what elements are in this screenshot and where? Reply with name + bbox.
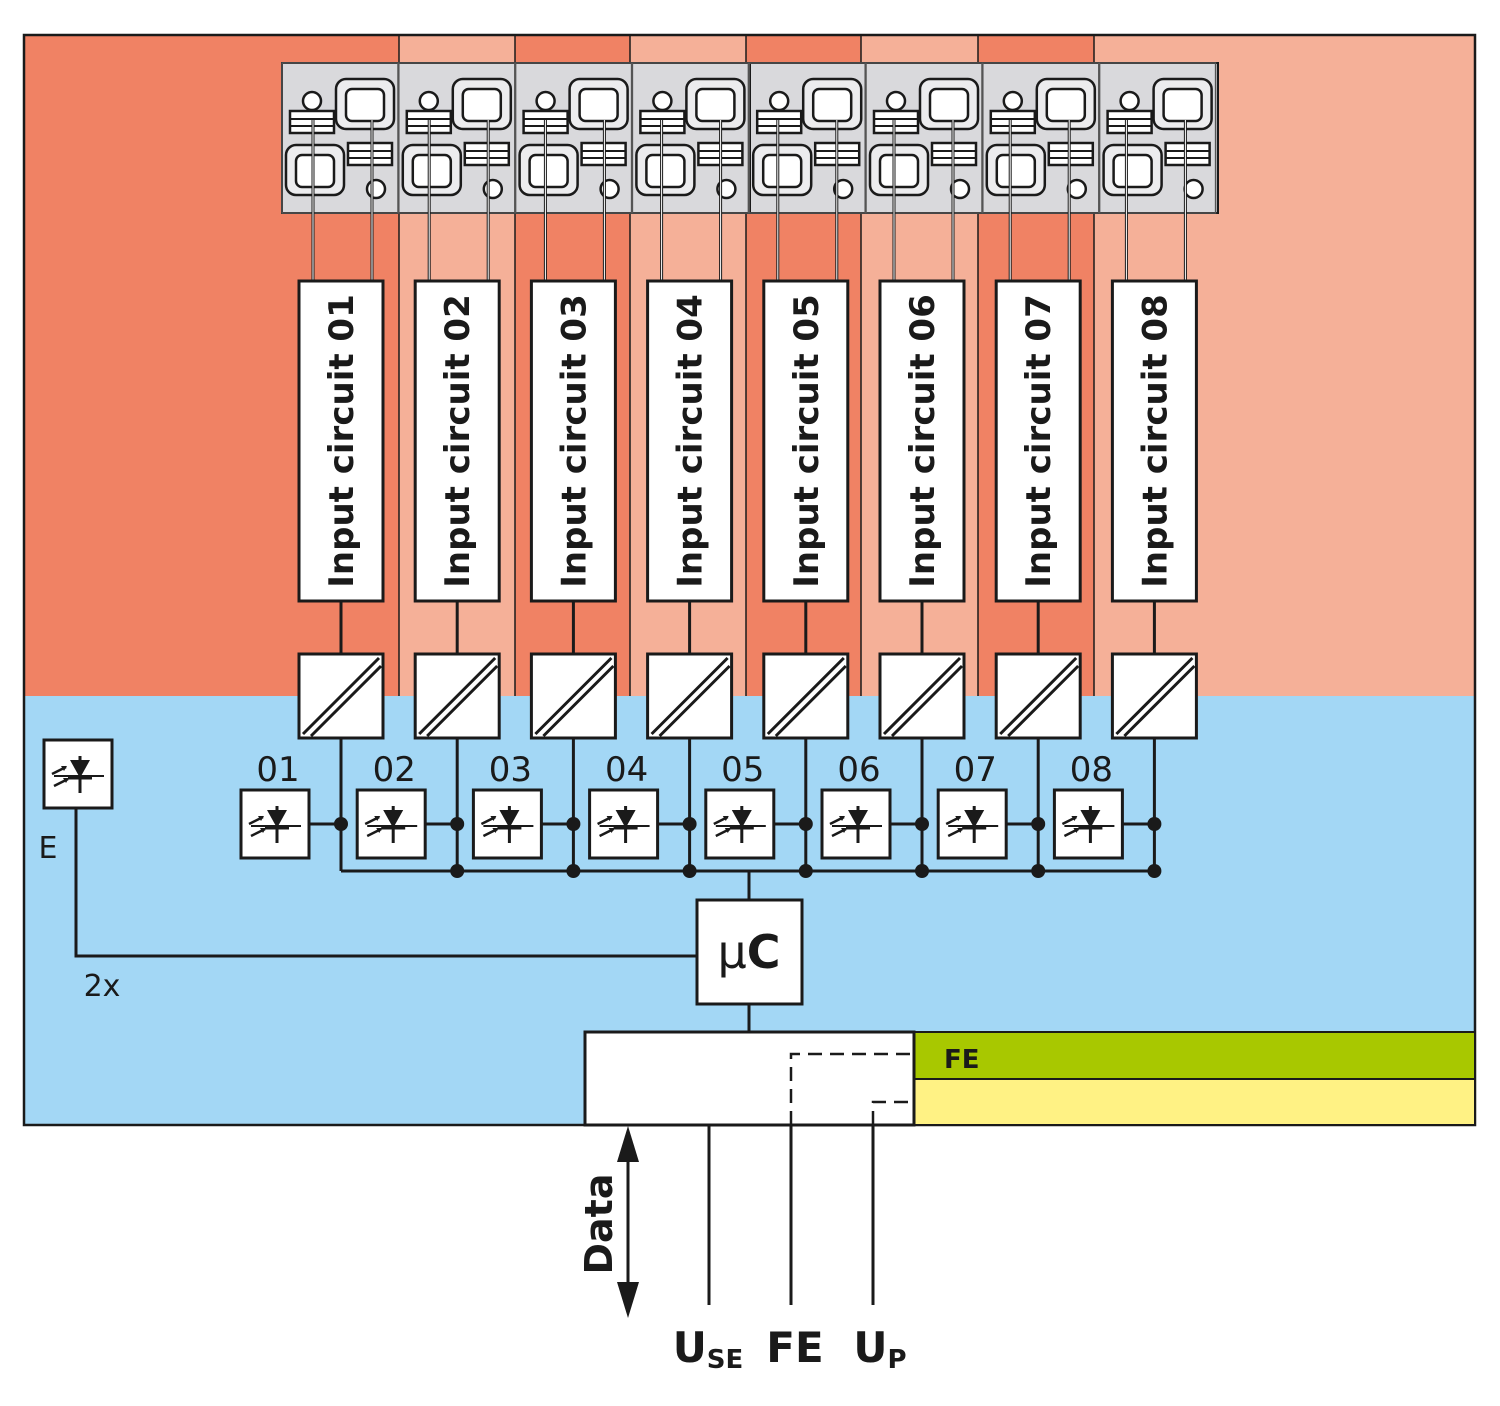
galvanic-isolation-icon [413, 652, 501, 740]
led-label: 03 [489, 750, 532, 790]
led-diode-icon [588, 788, 660, 860]
led-diode-icon [936, 788, 1008, 860]
channel-08: Input circuit 08 08 [1052, 120, 1198, 878]
svg-text:μC: μC [717, 925, 780, 979]
led-diode-icon [820, 788, 892, 860]
data-label: Data [577, 1174, 621, 1275]
use-label: USE [673, 1323, 744, 1375]
led-diode-icon [42, 738, 114, 810]
input-circuit-label: Input circuit 08 [1135, 294, 1175, 587]
galvanic-isolation-icon [1110, 652, 1198, 740]
input-circuit-label: Input circuit 04 [671, 294, 711, 587]
led-label: 06 [837, 750, 880, 790]
microcontroller: μC [695, 898, 804, 1006]
bus-area: FE [583, 1030, 1476, 1127]
error-led-count: 2x [84, 969, 121, 1004]
c-label: C [747, 925, 781, 979]
bus-wiring [74, 806, 1155, 1032]
data-arrow-up-icon [617, 1126, 639, 1162]
led-diode-icon [239, 788, 311, 860]
led-diode-icon [704, 788, 776, 860]
input-circuit-label: Input circuit 06 [903, 294, 943, 587]
input-circuit-box [529, 279, 617, 603]
led-diode-icon [471, 788, 543, 860]
channel-04: Input circuit 04 04 [588, 120, 734, 878]
error-led: E 2x [39, 738, 121, 1004]
input-circuit-label: Input circuit 01 [322, 294, 362, 587]
input-circuit-label: Input circuit 05 [787, 294, 827, 587]
galvanic-isolation-icon [646, 652, 734, 740]
input-circuit-label: Input circuit 02 [438, 294, 478, 587]
bus-connector-box [583, 1030, 916, 1127]
galvanic-isolation-icon [878, 652, 966, 740]
channel-06: Input circuit 06 06 [820, 120, 966, 878]
led-label: 05 [721, 750, 764, 790]
supply-connections: Data USE FE UP [577, 1125, 907, 1375]
led-diode-icon [1052, 788, 1124, 860]
input-circuit-box [878, 279, 966, 603]
data-arrow-down-icon [617, 1282, 639, 1318]
mu-label: μ [717, 925, 746, 979]
led-label: 04 [605, 750, 648, 790]
input-circuit-box [413, 279, 501, 603]
channel-07: Input circuit 07 07 [936, 120, 1082, 878]
channel-03: Input circuit 03 03 [471, 120, 617, 878]
galvanic-isolation-icon [762, 652, 850, 740]
led-label: 07 [954, 750, 997, 790]
galvanic-isolation-icon [297, 652, 385, 740]
up-label: UP [853, 1323, 906, 1375]
led-diode-icon [355, 788, 427, 860]
input-circuit-label: Input circuit 07 [1019, 294, 1059, 587]
led-label: 08 [1070, 750, 1113, 790]
led-label: 02 [373, 750, 416, 790]
terminal-block [280, 61, 1219, 215]
galvanic-isolation-icon [994, 652, 1082, 740]
channel-01: Input circuit 01 01 [239, 120, 385, 871]
channel-02: Input circuit 02 02 [355, 120, 501, 878]
galvanic-isolation-icon [529, 652, 617, 740]
input-circuit-label: Input circuit 03 [554, 294, 594, 587]
channel-05: Input circuit 05 05 [704, 120, 850, 878]
led-label: 01 [256, 750, 299, 790]
input-circuit-box [994, 279, 1082, 603]
fe-label: FE [766, 1323, 823, 1372]
fe-bar-label: FE [944, 1045, 980, 1075]
input-circuit-box [297, 279, 385, 603]
error-led-label: E [39, 831, 58, 866]
